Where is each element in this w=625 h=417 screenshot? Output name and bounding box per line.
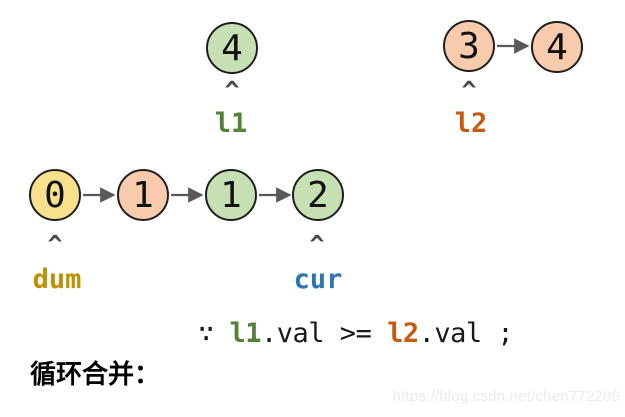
cur-pointer-caret-icon: ^ (309, 230, 325, 259)
node-value: 0 (44, 174, 66, 216)
node-value: 4 (221, 27, 243, 69)
l1-pointer-caret-icon: ^ (224, 76, 240, 105)
l2-pointer-caret-icon: ^ (461, 76, 477, 105)
node-value: 2 (307, 174, 329, 216)
formula-line: ∵ l1.val >= l2.val ; (198, 318, 514, 349)
node-merged-3: 2 (292, 169, 344, 221)
formula-l1-ref: l1 (229, 318, 262, 349)
node-value: 1 (132, 174, 154, 216)
dum-label: dum (32, 264, 82, 295)
node-merged-2: 1 (205, 169, 257, 221)
watermark-text: https://blog.csdn.net/chen772209 (392, 388, 620, 405)
dum-pointer-caret-icon: ^ (47, 230, 63, 259)
node-value: 3 (458, 25, 480, 67)
node-merged-0: 0 (29, 169, 81, 221)
node-value: 1 (220, 174, 242, 216)
formula-tail: .val ; (418, 318, 514, 349)
node-merged-1: 1 (117, 169, 169, 221)
node-l2-1: 4 (531, 21, 583, 73)
formula-l2-ref: l2 (387, 318, 419, 349)
node-value: 4 (546, 26, 568, 68)
because-symbol: ∵ (198, 318, 230, 349)
l1-label: l1 (214, 108, 248, 139)
caption-text: 循环合并： (30, 360, 161, 390)
node-l1-0: 4 (206, 22, 258, 74)
cur-label: cur (293, 264, 343, 295)
node-l2-0: 3 (443, 20, 495, 72)
l2-label: l2 (454, 108, 488, 139)
formula-middle: .val >= (261, 318, 388, 349)
